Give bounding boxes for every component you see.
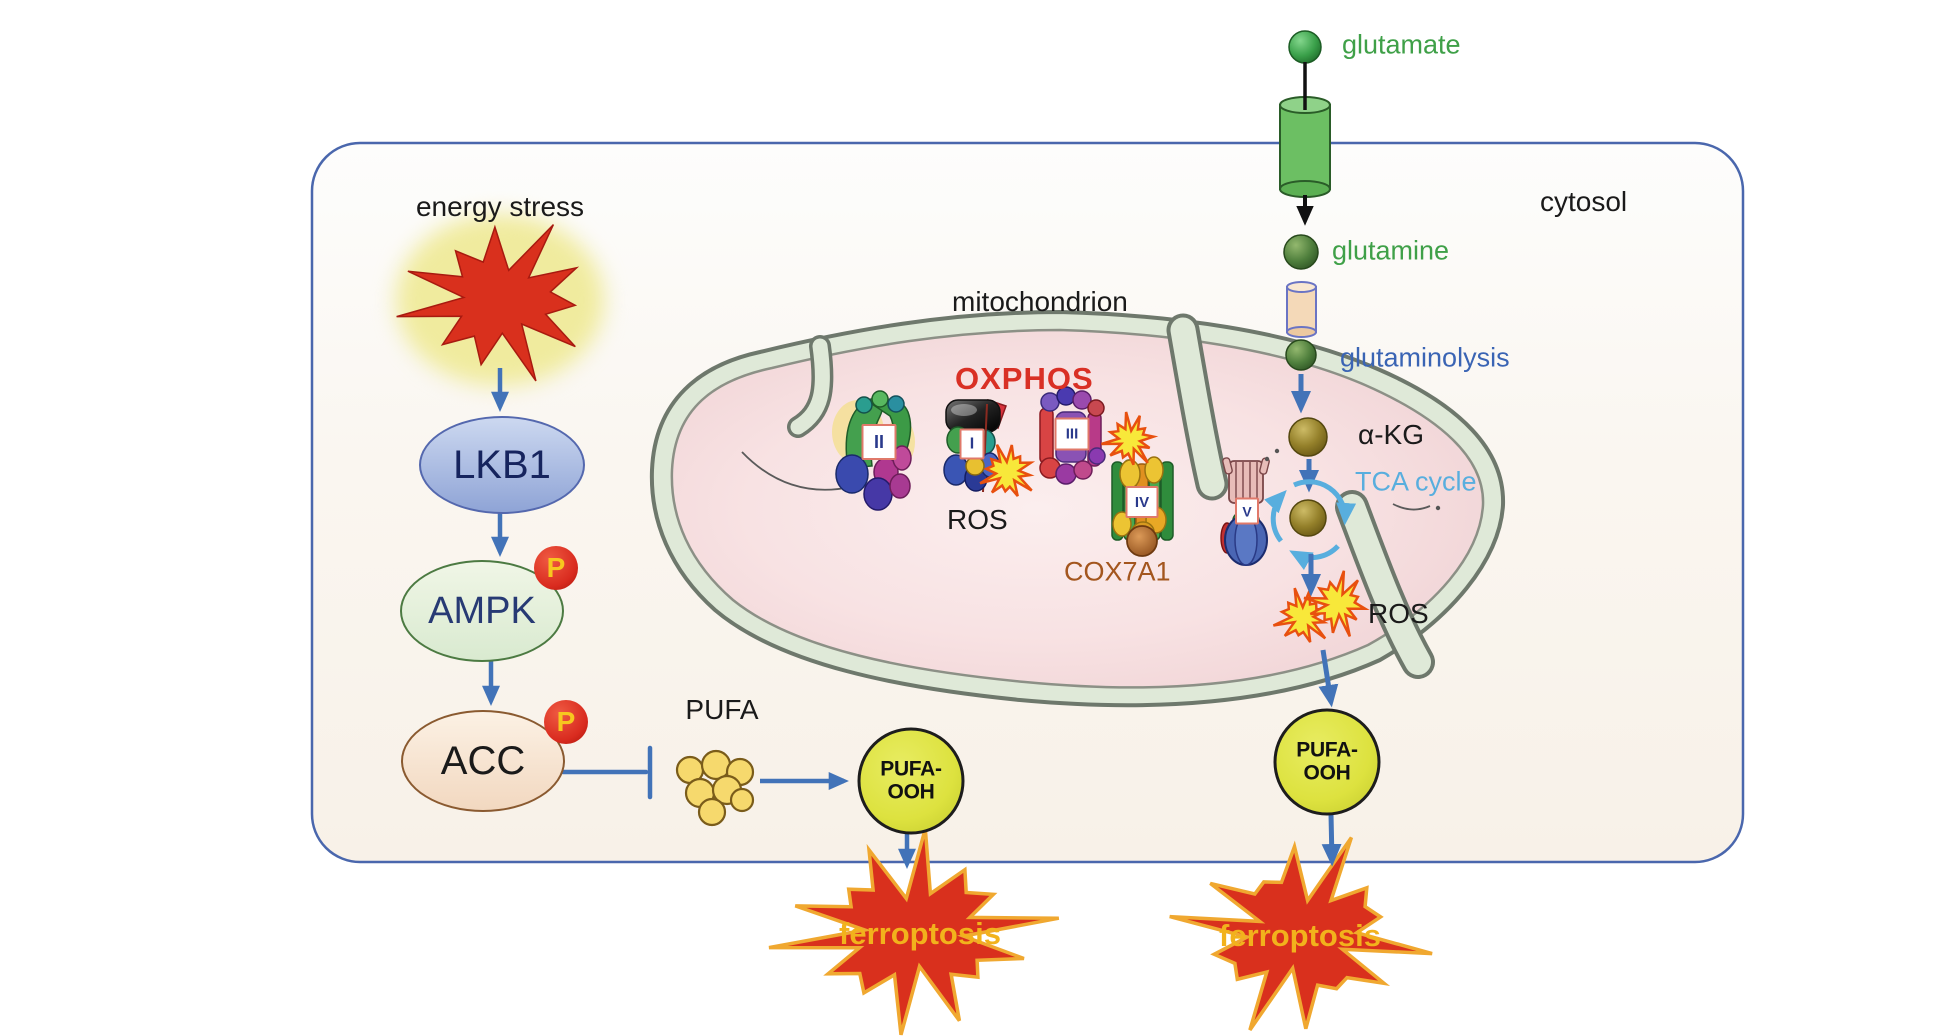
acc-phospho-badge: P xyxy=(544,700,588,744)
glutamine-sphere xyxy=(1283,234,1319,270)
ferroptosis-label-right: ferroptosis xyxy=(1219,918,1381,953)
glutamate-sphere xyxy=(1288,30,1322,64)
pathway-arrows xyxy=(482,62,1357,869)
energy-stress-burst xyxy=(396,224,580,382)
glutamate-label: glutamate xyxy=(1342,29,1461,60)
pufa-ooh-left-line2: OOH xyxy=(887,780,935,803)
alpha-kg-label: α-KG xyxy=(1358,419,1424,450)
cox7a1-label: COX7A1 xyxy=(1064,556,1171,587)
pufa-ooh-right-line1: PUFA- xyxy=(1296,738,1358,762)
acc-node: ACC xyxy=(401,710,565,812)
ferroptosis-star-right xyxy=(1169,836,1433,1031)
complex-v-plate: V xyxy=(1235,497,1259,525)
glutaminolysis-label: glutaminolysis xyxy=(1340,342,1510,373)
tca-cycle-label: TCA cycle xyxy=(1355,466,1477,497)
ros-label-right: ROS xyxy=(1368,598,1429,629)
alpha-kg-sphere xyxy=(1288,417,1328,457)
complex-iii-plate: III xyxy=(1054,417,1090,451)
complex-i xyxy=(943,399,1007,493)
complex-ii-plate: II xyxy=(861,424,897,460)
pufa-ooh-left-line1: PUFA- xyxy=(880,757,942,781)
complex-i-plate: I xyxy=(959,428,985,460)
pufa-droplets xyxy=(675,749,755,827)
oxphos-label: OXPHOS xyxy=(955,361,1094,396)
ros-burst-matrix-left xyxy=(979,444,1036,497)
ampk-phospho-badge: P xyxy=(534,546,578,590)
pufa-label: PUFA xyxy=(685,694,759,725)
pufa-ooh-node-left: PUFA- OOH xyxy=(857,727,965,835)
ferroptosis-star-left xyxy=(768,828,1060,1036)
ros-label-matrix: ROS xyxy=(947,504,1008,535)
glutaminolysis-sphere xyxy=(1285,339,1317,371)
energy-stress-label: energy stress xyxy=(415,191,585,222)
matrix-fold-line xyxy=(741,451,852,491)
lkb1-node: LKB1 xyxy=(419,416,585,514)
glutamate-transporter xyxy=(1279,96,1331,198)
ros-burst-matrix-mid xyxy=(1101,411,1159,466)
ferroptosis-label-left: ferroptosis xyxy=(839,916,1001,951)
complex-iv-plate: IV xyxy=(1125,486,1159,518)
pufa-ooh-right-line2: OOH xyxy=(1303,761,1351,784)
ros-burst-right-a xyxy=(1272,587,1331,643)
mitochondrion-label: mitochondrion xyxy=(952,286,1128,317)
glutamine-label: glutamine xyxy=(1332,235,1450,266)
tca-metabolite-sphere xyxy=(1289,499,1327,537)
pufa-ooh-node-right: PUFA- OOH xyxy=(1273,708,1381,816)
cytosol-label: cytosol xyxy=(1540,186,1628,217)
glutamine-transporter xyxy=(1286,281,1317,338)
complex-v xyxy=(1220,448,1441,566)
ampk-node: AMPK xyxy=(400,560,564,662)
